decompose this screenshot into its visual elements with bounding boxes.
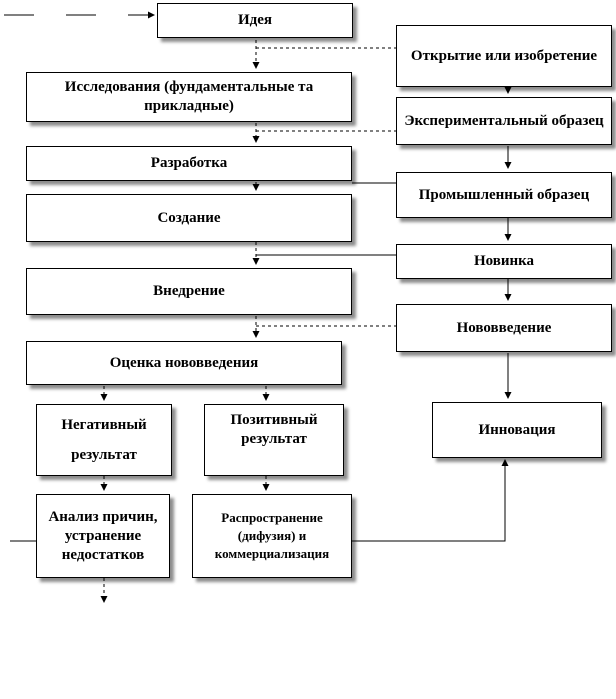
- node-evaluation: Оценка нововведения: [26, 341, 342, 385]
- node-discovery: Открытие или изобретение: [396, 25, 612, 87]
- node-creation-label: Создание: [157, 209, 221, 226]
- node-implementation-label: Внедрение: [153, 283, 225, 299]
- node-innovation-label: Инновация: [478, 421, 556, 438]
- node-prototype-label: Экспериментальный образец: [404, 112, 604, 129]
- node-idea-label: Идея: [237, 12, 273, 28]
- node-research-label: Исследования (фундаментальные та приклад…: [64, 79, 314, 114]
- node-innovation: Инновация: [432, 402, 602, 458]
- node-diffusion-label: Распространение (дифузия) и коммерциализ…: [214, 510, 330, 561]
- node-innovation-intro-label: Нововведение: [456, 319, 552, 336]
- node-development: Разработка: [26, 146, 352, 181]
- node-prototype: Экспериментальный образец: [396, 97, 612, 145]
- node-innovation-intro: Нововведение: [396, 304, 612, 352]
- node-idea: Идея: [157, 3, 353, 38]
- node-research: Исследования (фундаментальные та приклад…: [26, 72, 352, 122]
- node-diffusion: Распространение (дифузия) и коммерциализ…: [192, 494, 352, 578]
- node-novelty: Новинка: [396, 244, 612, 279]
- node-development-label: Разработка: [150, 155, 228, 171]
- node-industrial-label: Промышленный образец: [418, 186, 590, 203]
- node-novelty-label: Новинка: [473, 253, 535, 269]
- node-negative: Негативный результат: [36, 404, 172, 476]
- node-discovery-label: Открытие или изобретение: [410, 47, 598, 64]
- node-industrial: Промышленный образец: [396, 172, 612, 218]
- node-positive: Позитивный результат: [204, 404, 344, 476]
- node-implementation: Внедрение: [26, 268, 352, 315]
- node-analysis-label: Анализ причин, устранение недостатков: [48, 508, 158, 563]
- node-creation: Создание: [26, 194, 352, 242]
- node-positive-label: Позитивный результат: [230, 412, 318, 447]
- node-analysis: Анализ причин, устранение недостатков: [36, 494, 170, 578]
- node-evaluation-label: Оценка нововведения: [109, 354, 259, 371]
- edge-diffusion-innovation: [352, 459, 509, 542]
- node-negative-label: Негативный результат: [61, 417, 147, 463]
